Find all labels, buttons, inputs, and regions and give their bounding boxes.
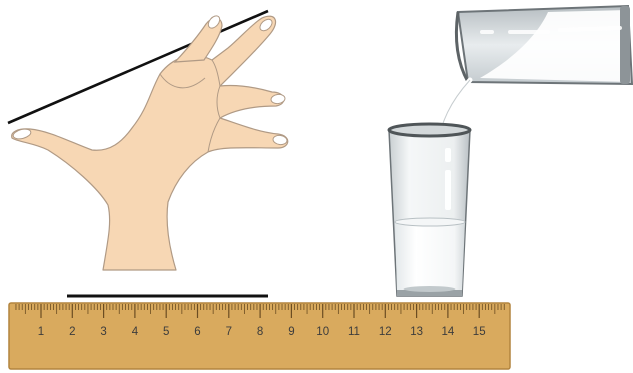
ruler-label: 11 — [348, 326, 360, 338]
hand-shape — [12, 16, 288, 270]
ruler-label: 6 — [194, 326, 200, 338]
receiving-glass-rim — [389, 124, 470, 136]
ruler-label: 4 — [132, 326, 139, 338]
pouring-glass — [456, 6, 632, 84]
ruler-label: 8 — [257, 326, 263, 338]
glass-base-ring — [404, 286, 456, 292]
ruler-label: 9 — [288, 326, 294, 338]
ruler-label: 14 — [442, 326, 455, 338]
receiving-glass — [389, 124, 470, 296]
glass-highlight — [445, 170, 451, 210]
ruler-label: 10 — [316, 326, 329, 338]
ruler-label: 3 — [100, 326, 106, 338]
ruler-label: 5 — [163, 326, 169, 338]
receiving-glass-water — [395, 222, 465, 292]
ruler-label: 2 — [69, 326, 75, 338]
glass-highlight — [445, 148, 451, 162]
pouring-glass-rim — [620, 6, 630, 84]
hand — [12, 14, 288, 270]
ruler-label: 1 — [38, 326, 44, 338]
ruler-label: 13 — [410, 326, 423, 338]
ruler-label: 12 — [379, 326, 392, 338]
ruler-label: 15 — [473, 326, 486, 338]
water-surface — [395, 218, 465, 226]
ruler-label: 7 — [226, 326, 232, 338]
